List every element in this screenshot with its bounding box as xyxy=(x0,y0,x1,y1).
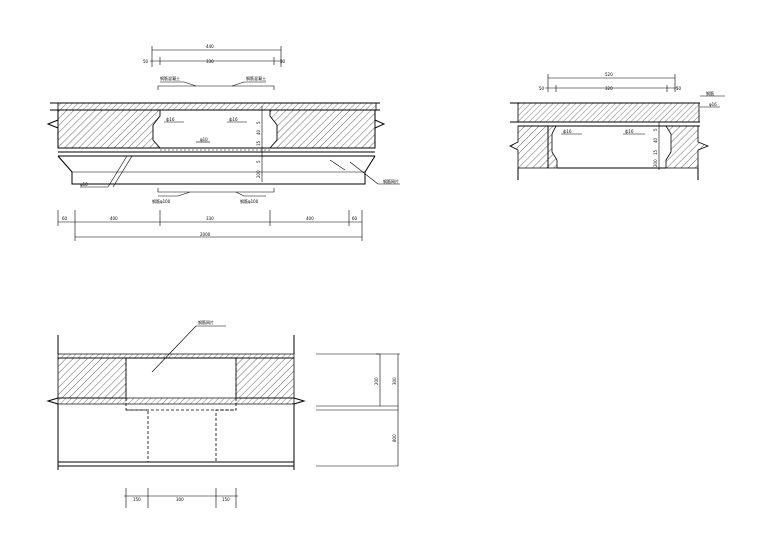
svg-text:200: 200 xyxy=(374,377,379,385)
dim-right-end-label: 50 xyxy=(280,59,286,64)
svg-text:40: 40 xyxy=(256,129,261,135)
svg-text:320: 320 xyxy=(605,86,613,91)
svg-text:300: 300 xyxy=(176,497,184,502)
dim-left-end-label: 50 xyxy=(143,59,149,64)
section-view-1: 440 50 330 50 钢筋混凝土 钢筋混凝土 ф16 ф16 φ10 xyxy=(46,44,400,241)
bottom-dimensions-1: 60 400 330 400 60 2000 xyxy=(57,210,363,241)
label-leader-right: 钢筋网片 xyxy=(383,178,399,184)
label-center: φ10 xyxy=(200,137,208,142)
svg-text:400: 400 xyxy=(306,216,314,221)
svg-text:400: 400 xyxy=(110,216,118,221)
svg-text:φ16: φ16 xyxy=(709,102,717,107)
side-dims-1: 5 40 15 5 200 xyxy=(256,121,261,178)
svg-text:50: 50 xyxy=(676,86,682,91)
svg-text:150: 150 xyxy=(222,497,230,502)
svg-text:60: 60 xyxy=(62,216,68,221)
label-right-tag: ф16 xyxy=(229,117,238,122)
svg-text:15: 15 xyxy=(653,149,658,155)
label-top-left: 钢筋混凝土 xyxy=(160,75,180,81)
svg-text:520: 520 xyxy=(605,72,613,77)
label-top-right: 钢筋混凝土 xyxy=(246,75,266,81)
svg-text:ф16: ф16 xyxy=(625,129,634,134)
dim-mid-label: 330 xyxy=(206,59,214,64)
svg-text:15: 15 xyxy=(256,140,261,146)
svg-text:5: 5 xyxy=(256,160,261,163)
svg-text:200: 200 xyxy=(256,170,261,178)
label-bottom-left: 钢筋φ100 xyxy=(152,198,171,204)
svg-text:60: 60 xyxy=(352,216,358,221)
dim-total-label: 440 xyxy=(206,44,214,49)
svg-text:300: 300 xyxy=(392,377,397,385)
svg-text:200: 200 xyxy=(653,159,658,167)
label-mesh: 钢筋网片 xyxy=(198,319,214,325)
section-view-2: 520 50 320 50 钢筋 φ16 ф16 ф16 5 40 15 200 xyxy=(509,72,725,180)
svg-text:330: 330 xyxy=(206,216,214,221)
label-bottom-right: 钢筋φ100 xyxy=(240,198,259,204)
svg-text:钢筋: 钢筋 xyxy=(706,90,714,96)
svg-text:800: 800 xyxy=(392,434,397,442)
label-diag: φ10 xyxy=(80,182,88,187)
svg-text:5: 5 xyxy=(256,121,261,124)
svg-text:2000: 2000 xyxy=(200,232,211,237)
svg-text:150: 150 xyxy=(133,497,141,502)
section-view-3: 钢筋网片 200 300 800 xyxy=(46,319,400,508)
svg-text:ф16: ф16 xyxy=(563,129,572,134)
svg-text:5: 5 xyxy=(653,128,658,131)
svg-text:40: 40 xyxy=(653,137,658,143)
svg-text:50: 50 xyxy=(539,86,545,91)
top-dimension-1: 440 50 330 50 xyxy=(143,44,286,67)
label-left-tag: ф16 xyxy=(166,117,175,122)
